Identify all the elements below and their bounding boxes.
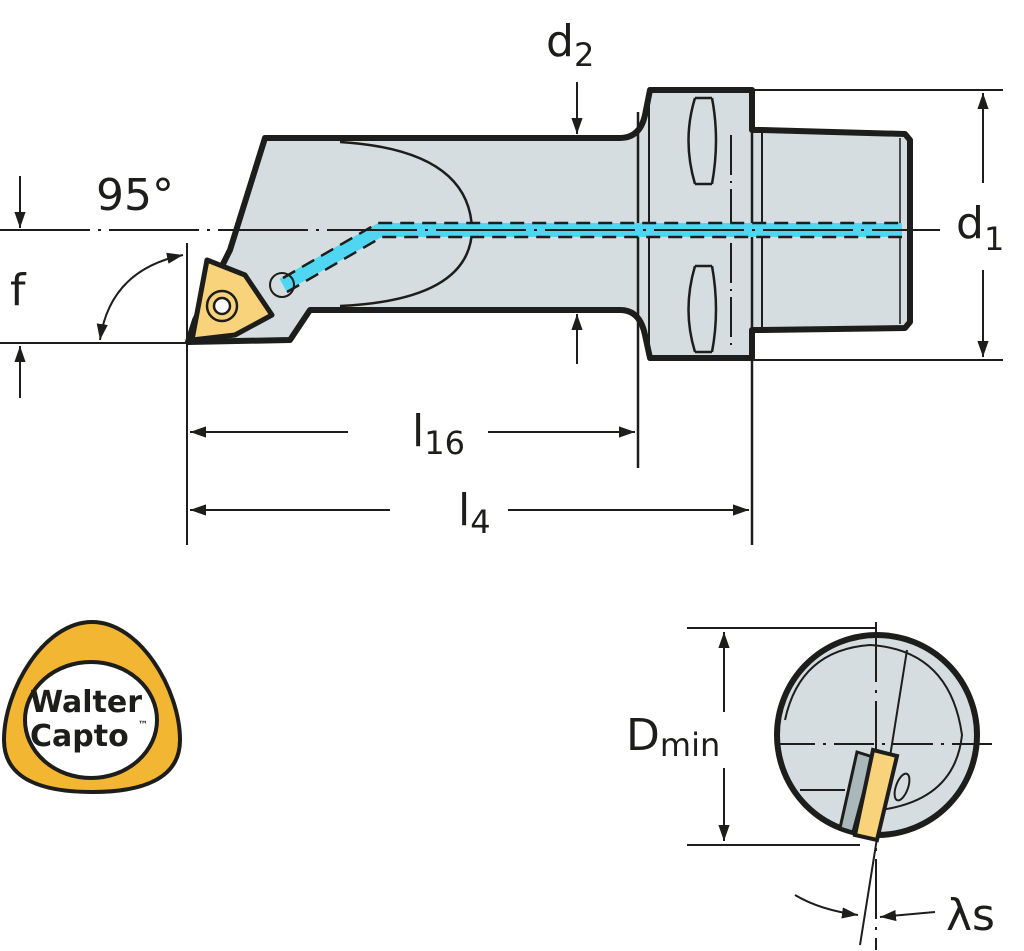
cutting-insert <box>189 257 275 343</box>
lambda-s-label: λs <box>946 890 995 941</box>
dmin-label: Dmin <box>626 710 720 764</box>
insert-end <box>852 747 900 843</box>
angle-label: 95° <box>96 170 174 221</box>
insert-screw-ring <box>205 289 239 323</box>
lambda-arrow-left <box>794 894 859 919</box>
logo-trademark: ™ <box>138 720 148 731</box>
end-view: Dmin λs <box>626 622 995 950</box>
side-view: 95° f d2 d1 l16 l4 <box>0 16 1004 545</box>
logo-line1: Walter <box>30 685 142 720</box>
logo-center <box>23 660 159 780</box>
d1-label: d1 <box>956 198 1004 258</box>
angle-arc <box>96 252 184 341</box>
walter-capto-logo: Walter Capto ™ <box>1 619 183 795</box>
insert-seat <box>838 750 875 834</box>
l4-label: l4 <box>458 485 491 541</box>
drive-slot-bottom <box>687 264 718 354</box>
coolant-outlet-end <box>893 772 911 802</box>
insert-screw-hole <box>212 296 232 316</box>
lambda-arrow-right <box>879 909 936 922</box>
logo-line2: Capto <box>30 719 129 754</box>
coolant-outlet <box>269 272 295 298</box>
f-label: f <box>10 265 27 316</box>
d2-label: d2 <box>546 16 594 74</box>
drive-slot-top <box>687 96 718 186</box>
head-contour-end <box>784 643 964 811</box>
l16-label: l16 <box>412 406 465 462</box>
